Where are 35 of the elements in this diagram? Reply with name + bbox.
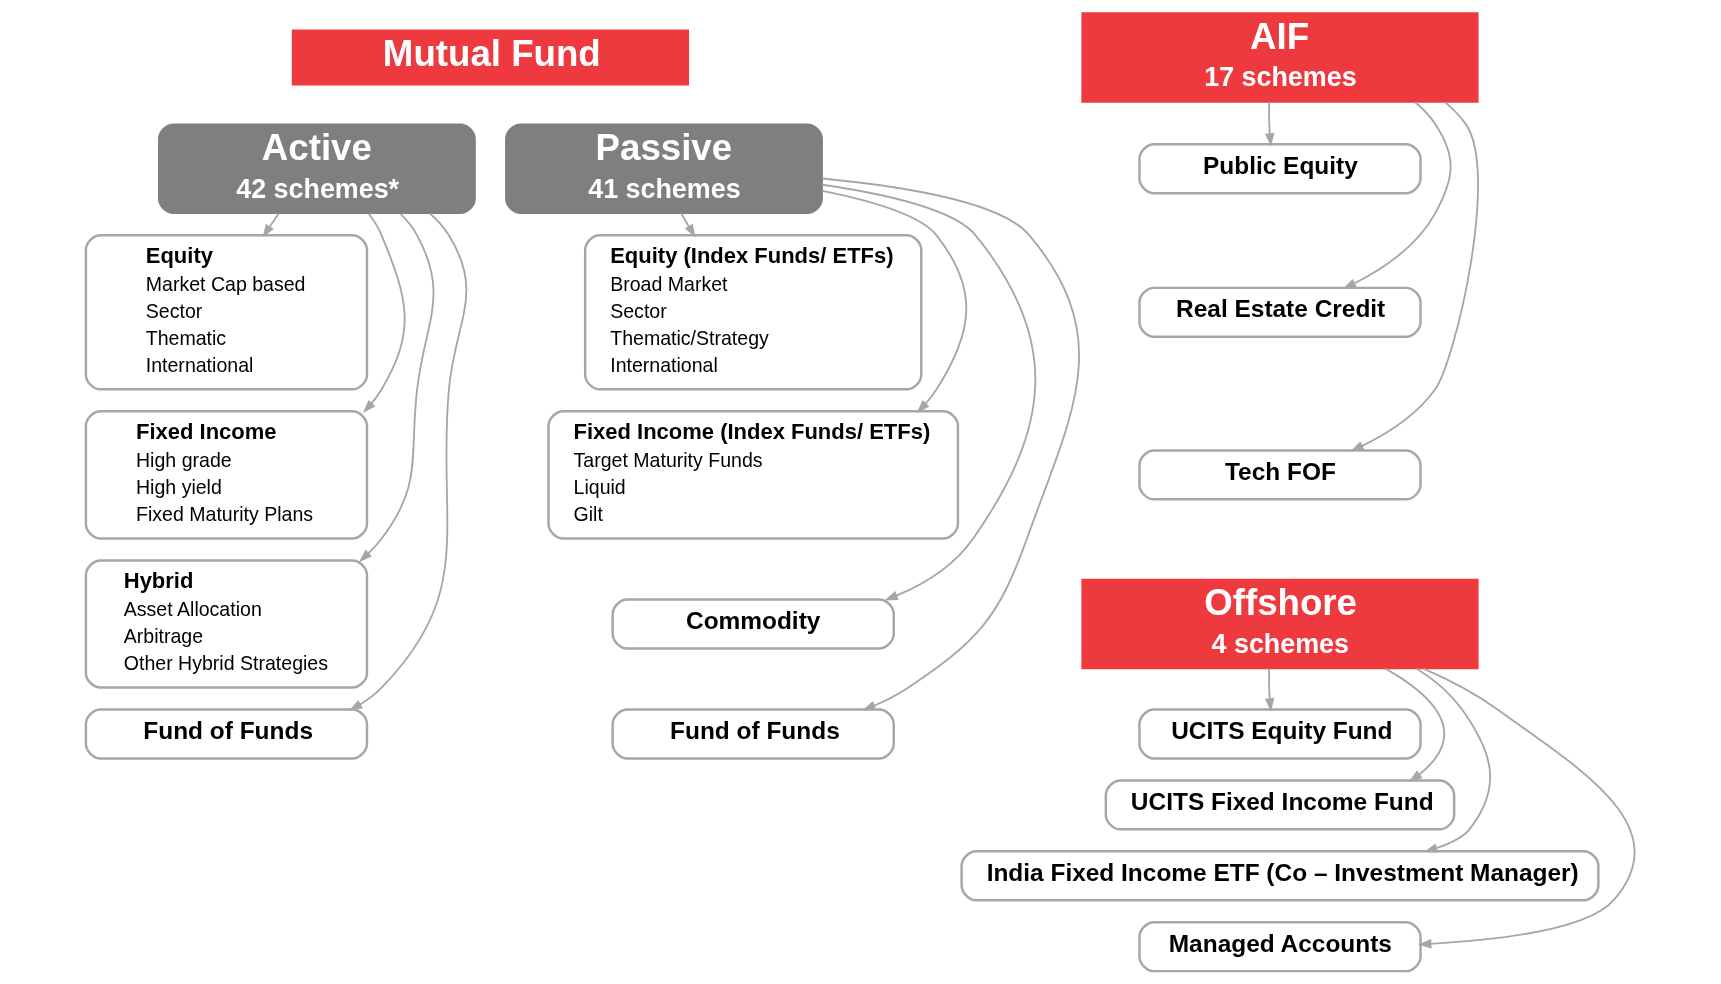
node-box: Passive 41 schemes	[505, 123, 823, 214]
node-box: Fund of Funds	[84, 708, 369, 760]
node-box: Real Estate Credit	[1138, 286, 1422, 338]
node-box: Fixed Income (Index Funds/ ETFs) Target Maturity Funds Liquid Gilt	[547, 410, 960, 540]
node-box: Commodity	[611, 598, 895, 650]
arrow	[1384, 667, 1446, 782]
node-box: Fund of Funds	[611, 708, 895, 760]
arrow	[348, 212, 468, 711]
arrow	[680, 212, 696, 238]
node-box: India Fixed Income ETF (Co – Investment Manager)	[960, 850, 1600, 902]
arrow	[1342, 101, 1452, 290]
arrow	[1415, 667, 1492, 853]
arrow	[1265, 101, 1275, 147]
arrow	[821, 189, 968, 414]
arrow	[262, 212, 280, 238]
node-box: UCITS Fixed Income Fund	[1104, 779, 1456, 831]
node-box: Tech FOF	[1138, 449, 1422, 501]
arrow	[1350, 101, 1479, 452]
node-box: Fixed Income High grade High yield Fixed Maturity Plans	[84, 410, 369, 540]
arrow	[821, 177, 1080, 711]
node-box: Offshore 4 schemes	[1081, 578, 1479, 670]
arrow	[362, 212, 406, 414]
node-box: Managed Accounts	[1138, 921, 1422, 973]
node-box: Active 42 schemes*	[158, 123, 476, 214]
arrow	[358, 212, 435, 563]
node-box: Public Equity	[1138, 143, 1422, 195]
node-box: Mutual Fund	[291, 29, 690, 86]
node-box: Hybrid Asset Allocation Arbitrage Other Hybrid Strategies	[84, 559, 369, 689]
node-box: UCITS Equity Fund	[1138, 708, 1422, 760]
arrow	[1417, 667, 1636, 949]
node-box: Equity Market Cap based Sector Thematic International	[84, 234, 369, 391]
node-box: Equity (Index Funds/ ETFs) Broad Market Sector Thematic/Strategy International	[583, 234, 923, 391]
arrow	[1264, 667, 1275, 712]
arrow	[821, 183, 1037, 601]
node-box: AIF 17 schemes	[1081, 12, 1479, 103]
